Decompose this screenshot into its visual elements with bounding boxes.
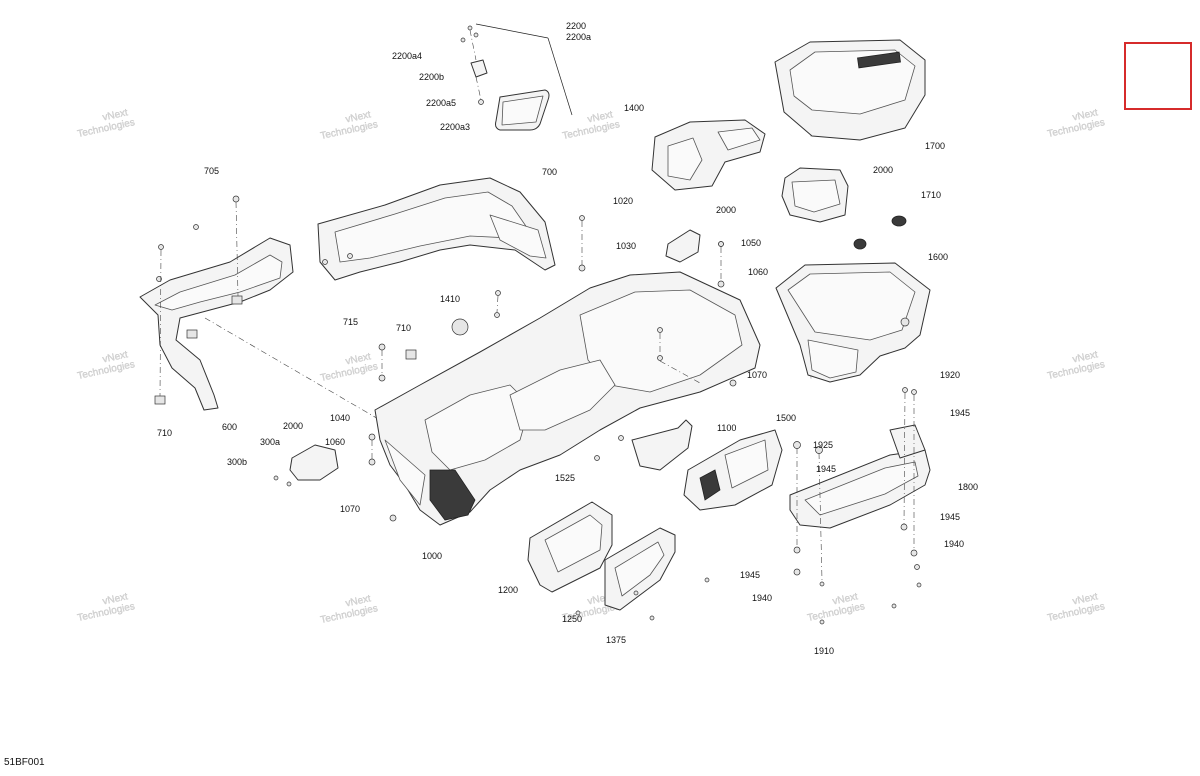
part-label-1070: 1070: [340, 504, 360, 514]
left-bracket-600-drawing: [139, 195, 381, 421]
part-label-300b: 300b: [227, 457, 247, 467]
part-label-1200: 1200: [498, 585, 518, 595]
part-label-1250: 1250: [562, 614, 582, 624]
watermark-line: vNext: [1072, 591, 1100, 607]
part-label-2200: 2200: [566, 21, 586, 31]
part-label-1700: 1700: [925, 141, 945, 151]
part-label-1910: 1910: [814, 646, 834, 656]
storage-bin-drawing: [775, 262, 931, 383]
part-label-1945: 1945: [950, 408, 970, 418]
grommet-1710-drawing: [853, 215, 907, 250]
watermark-line: vNext: [102, 591, 130, 607]
part-label-1020: 1020: [613, 196, 633, 206]
watermark-line: vNext: [345, 593, 373, 609]
part-label-2200b: 2200b: [419, 72, 444, 82]
part-label-1600: 1600: [928, 252, 948, 262]
part-label-1030: 1030: [616, 241, 636, 251]
watermark-line: vNext: [345, 109, 373, 125]
part-label-1945: 1945: [740, 570, 760, 580]
diagram-code: 51BF001: [4, 757, 45, 768]
part-label-1500: 1500: [776, 413, 796, 423]
part-label-1375: 1375: [606, 635, 626, 645]
bracket-1100-drawing: [594, 419, 693, 471]
lower-panel-drawing: [527, 501, 710, 621]
part-label-1710: 1710: [921, 190, 941, 200]
part-label-705: 705: [204, 166, 219, 176]
watermark-line: vNext: [345, 351, 373, 367]
part-label-2200a5: 2200a5: [426, 98, 456, 108]
latch-middle-drawing: [665, 229, 724, 263]
part-label-1925: 1925: [813, 440, 833, 450]
part-label-1940: 1940: [752, 593, 772, 603]
part-label-710: 710: [157, 428, 172, 438]
rear-bumper-drawing: [789, 387, 931, 625]
part-label-2200a: 2200a: [566, 32, 591, 42]
trunk-lid-drawing: [774, 39, 926, 141]
part-label-1920: 1920: [940, 370, 960, 380]
part-label-300a: 300a: [260, 437, 280, 447]
part-label-715: 715: [343, 317, 358, 327]
part-label-1940: 1940: [944, 539, 964, 549]
part-label-1525: 1525: [555, 473, 575, 483]
part-label-2200a4: 2200a4: [392, 51, 422, 61]
watermark-line: vNext: [1072, 349, 1100, 365]
part-label-1050: 1050: [741, 238, 761, 248]
mirror-assembly-drawing: [460, 25, 550, 131]
part-label-1410: 1410: [440, 294, 460, 304]
latch-left-drawing: [273, 444, 339, 487]
watermark-line: vNext: [102, 107, 130, 123]
part-label-2000: 2000: [716, 205, 736, 215]
seat-cover-drawing: [651, 119, 766, 191]
part-label-2000: 2000: [873, 165, 893, 175]
part-label-1945: 1945: [940, 512, 960, 522]
part-label-1000: 1000: [422, 551, 442, 561]
part-label-1800: 1800: [958, 482, 978, 492]
latch-right-drawing: [781, 167, 849, 223]
part-label-2000: 2000: [283, 421, 303, 431]
highlight-box: [1124, 42, 1192, 110]
part-label-1945: 1945: [816, 464, 836, 474]
part-label-600: 600: [222, 422, 237, 432]
watermark-line: vNext: [1072, 107, 1100, 123]
upper-bracket-700-drawing: [317, 177, 556, 281]
part-label-1060: 1060: [325, 437, 345, 447]
watermark-line: vNext: [102, 349, 130, 365]
part-label-1060: 1060: [748, 267, 768, 277]
watermark-line: vNext: [832, 591, 860, 607]
part-label-710: 710: [396, 323, 411, 333]
part-label-1100: 1100: [717, 423, 736, 433]
part-label-2200a3: 2200a3: [440, 122, 470, 132]
part-label-700: 700: [542, 167, 557, 177]
part-label-1070: 1070: [747, 370, 767, 380]
watermark-line: vNext: [587, 109, 615, 125]
part-label-1400: 1400: [624, 103, 644, 113]
part-label-1040: 1040: [330, 413, 350, 423]
tail-light-panel-drawing: [683, 429, 783, 511]
rear-frame-1000-drawing: [368, 215, 761, 526]
